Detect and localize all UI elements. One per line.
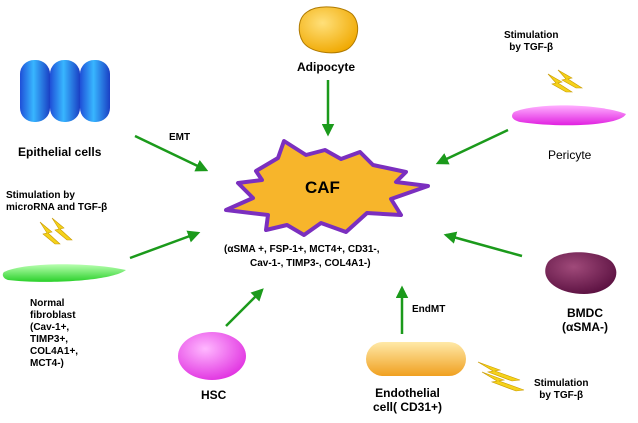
arrow-bmdc — [443, 231, 523, 258]
pericyte-label: Pericyte — [548, 148, 592, 162]
arrow-fibroblast — [129, 230, 201, 260]
fibroblast-stimulation-label: Stimulation by microRNA and TGF-β — [6, 190, 108, 213]
pericyte-icon — [512, 105, 626, 126]
adipocyte-label: Adipocyte — [297, 60, 356, 74]
pericyte-lightning-icon — [547, 69, 584, 93]
endothelial-cell-icon — [366, 342, 466, 376]
bmdc-label: BMDC (αSMA-) — [562, 306, 609, 334]
epithelial-cells-label: Epithelial cells — [18, 145, 102, 159]
arrow-epithelial — [134, 134, 209, 172]
caf-title: CAF — [305, 178, 340, 197]
caf-markers-line2: Cav-1-, TIMP3-, COL4A1-) — [250, 258, 371, 269]
fibroblast-label: Normal fibroblast (Cav-1+, TIMP3+, COL4A… — [30, 298, 79, 369]
hsc-icon — [178, 332, 246, 380]
endothelial-stimulation-label: Stimulation by TGF-β — [534, 378, 589, 401]
arrow-hsc — [225, 288, 264, 327]
caf-markers-line1: (αSMA +, FSP-1+, MCT4+, CD31-, — [224, 244, 380, 255]
caf-star-shape — [224, 139, 430, 237]
adipocyte-icon — [298, 6, 359, 54]
epithelial-cells-icon — [20, 60, 110, 122]
bmdc-icon — [545, 252, 617, 294]
hsc-label: HSC — [201, 388, 227, 402]
arrow-pericyte — [435, 128, 509, 165]
fibroblast-icon — [2, 264, 126, 282]
endothelial-lightning-icon — [477, 361, 525, 392]
pericyte-stimulation-label: Stimulation by TGF-β — [504, 30, 559, 53]
endmt-label: EndMT — [412, 304, 446, 315]
endothelial-cell-label: Endothelial cell( CD31+) — [373, 386, 443, 414]
emt-label: EMT — [169, 132, 191, 143]
fibroblast-lightning-icon — [39, 217, 73, 245]
